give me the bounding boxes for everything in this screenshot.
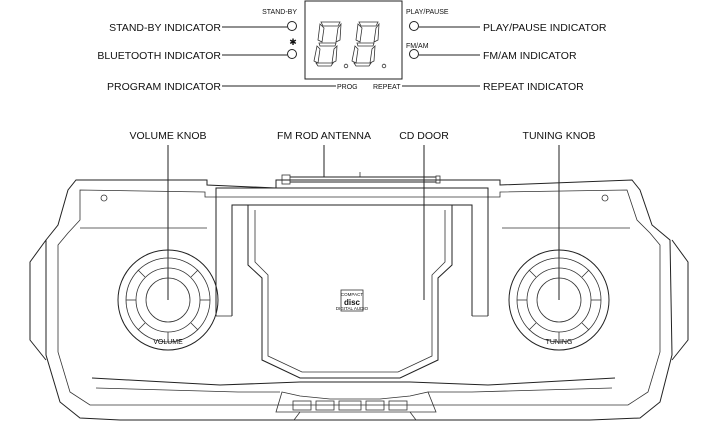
fm-am-indicator-callout: FM/AM INDICATOR (483, 50, 577, 62)
prog-label: PROG (337, 84, 358, 91)
volume-knob-callout: VOLUME KNOB (129, 130, 206, 142)
boombox-body: COMPACT disc DIGITAL AUDIO (29, 172, 689, 421)
standby-led (287, 21, 297, 31)
standby-label: STAND-BY (262, 9, 297, 16)
seven-segment-digits (313, 21, 387, 69)
bluetooth-led (287, 49, 297, 59)
bluetooth-icon: ✱ (289, 37, 297, 47)
fm-am-label: FM/AM (406, 43, 429, 50)
cd-door-callout: CD DOOR (399, 130, 449, 142)
volume-knob-label: VOLUME (153, 339, 183, 346)
compact-disc-logo: COMPACT disc DIGITAL AUDIO (336, 289, 369, 312)
display-panel: STAND-BY ✱ PLAY/PAUSE FM/AM PROG REPEAT … (97, 0, 607, 93)
front-button-panel (275, 391, 437, 421)
play-pause-led (409, 21, 419, 31)
fm-rod-antenna-callout: FM ROD ANTENNA (277, 130, 371, 142)
display-window (304, 0, 403, 80)
play-pause-label: PLAY/PAUSE (406, 9, 449, 16)
program-indicator-callout: PROGRAM INDICATOR (107, 81, 221, 93)
fm-am-led (409, 49, 419, 59)
cd-logo-main: disc (344, 298, 361, 307)
repeat-label: REPEAT (373, 84, 401, 91)
tuning-knob-callout: TUNING KNOB (523, 130, 596, 142)
bluetooth-indicator-callout: BLUETOOTH INDICATOR (97, 50, 221, 62)
fm-rod-antenna (281, 172, 441, 185)
cd-logo-top: COMPACT (341, 292, 363, 297)
cd-door: COMPACT disc DIGITAL AUDIO (247, 205, 453, 379)
volume-knob: VOLUME (117, 249, 219, 351)
play-pause-indicator-callout: PLAY/PAUSE INDICATOR (483, 22, 607, 34)
tuning-knob: TUNING (508, 249, 610, 351)
device-callouts: VOLUME KNOB FM ROD ANTENNA CD DOOR TUNIN… (129, 130, 595, 300)
cd-logo-bottom: DIGITAL AUDIO (336, 306, 369, 311)
tuning-knob-label: TUNING (546, 339, 573, 346)
standby-indicator-callout: STAND-BY INDICATOR (109, 22, 221, 34)
repeat-indicator-callout: REPEAT INDICATOR (483, 81, 584, 93)
